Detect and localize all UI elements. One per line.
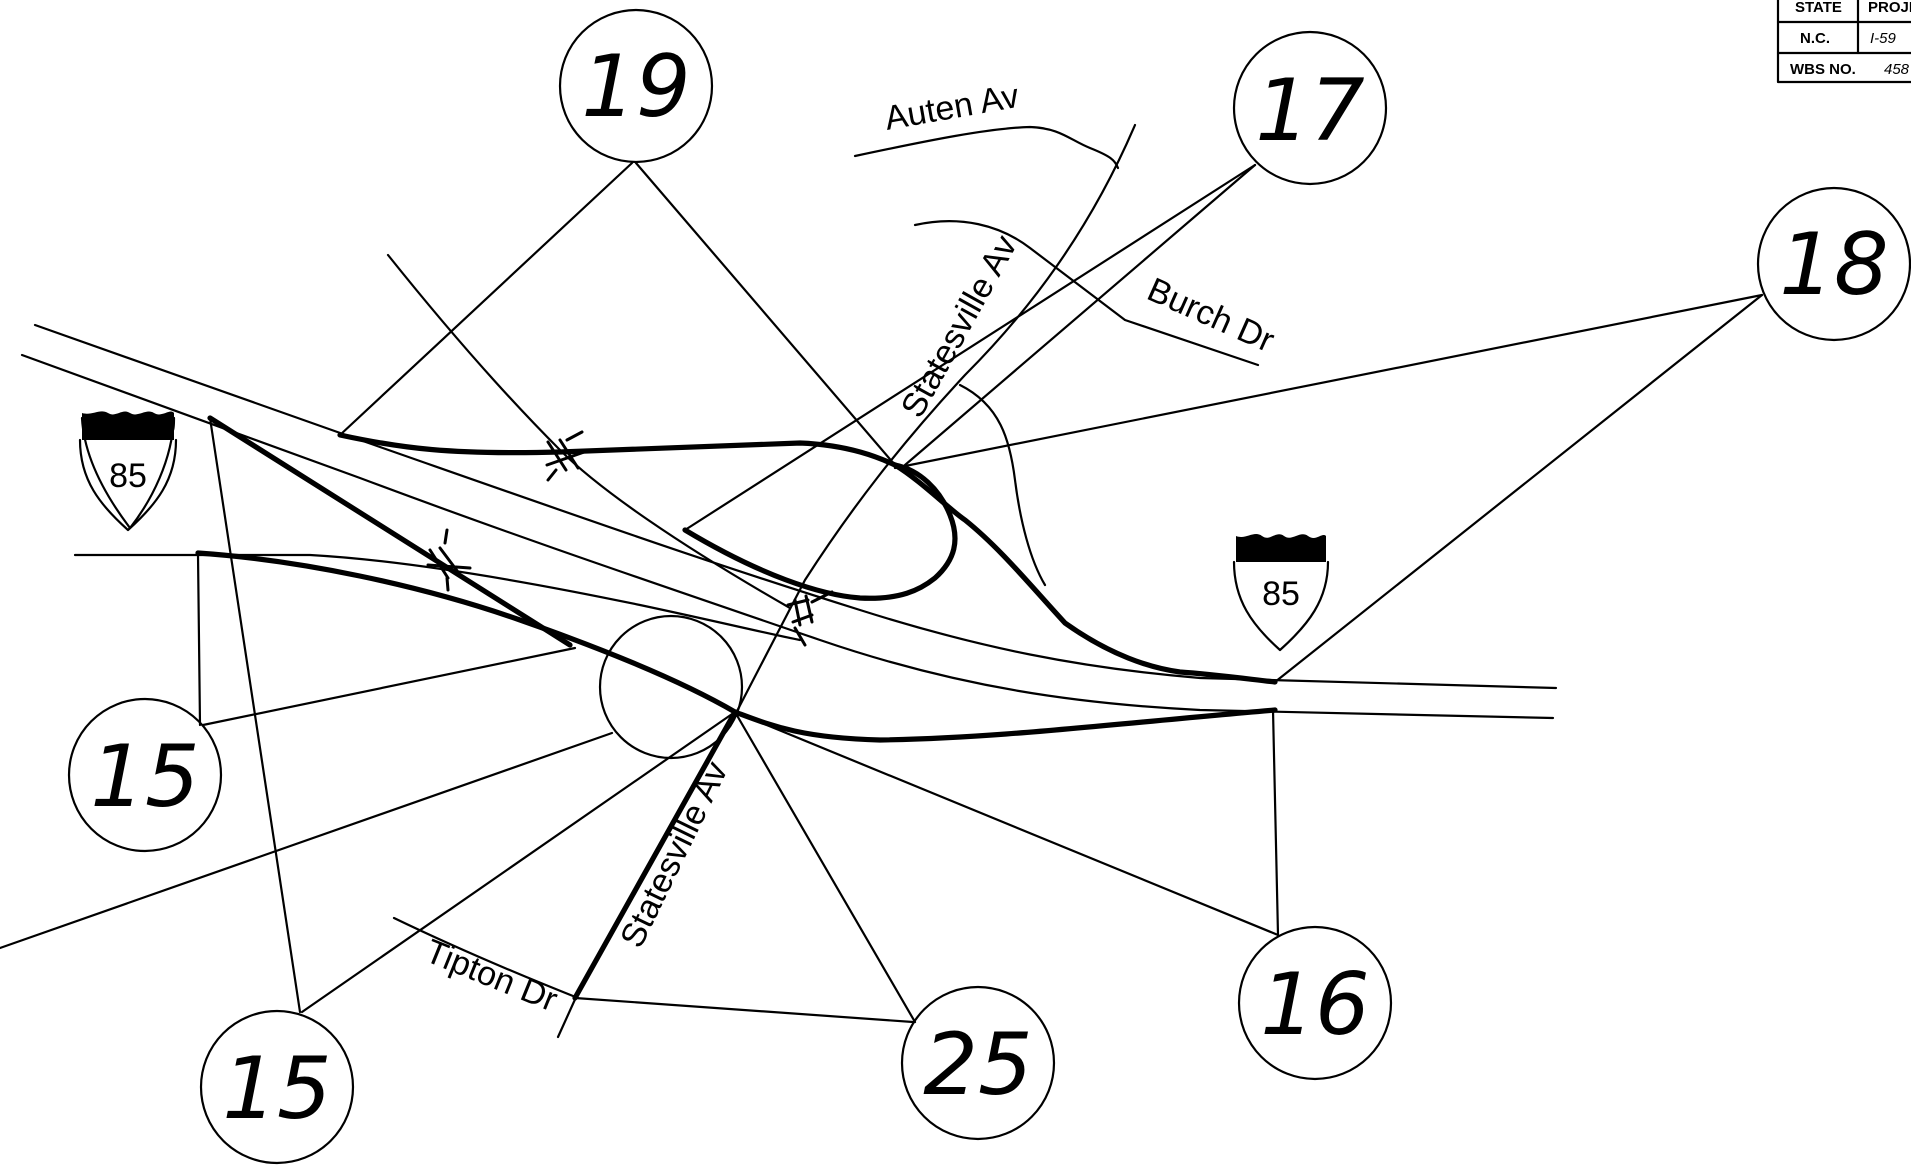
link-18-west: [893, 293, 1764, 470]
node-circle: [1232, 30, 1388, 186]
ramp-east: [892, 462, 1278, 685]
ramp-diagonal-west: [207, 415, 573, 648]
shield-outline-body: [78, 438, 178, 532]
shield-outline-body: [1232, 560, 1330, 652]
link-southwest: [0, 731, 614, 950]
title-block: STATE PROJE N.C. I-59 WBS NO. 458: [1776, 0, 1911, 84]
node-15-bottom: 15: [199, 1009, 355, 1165]
title-block-wbs-value: 458: [1884, 61, 1910, 78]
shield-number-west: 85: [109, 457, 147, 495]
title-block-state-value: N.C.: [1800, 30, 1830, 47]
node-label: 19: [581, 37, 690, 137]
title-block-project-value: I-59: [1870, 30, 1897, 47]
burch-dr: [913, 220, 1260, 367]
interstate-shield-west: 85: [78, 411, 178, 532]
link-15-bottom: [300, 710, 737, 1014]
connector-east: [958, 383, 1047, 587]
label-statesville-av-north: Statesville Av: [894, 229, 1025, 424]
label-tipton-dr: Tipton Dr: [420, 932, 563, 1019]
link-19-west: [338, 161, 634, 437]
node-label: 16: [1260, 955, 1369, 1055]
auten-av: [853, 125, 1120, 170]
statesville-av-north: [733, 123, 1137, 717]
shield-number-east: 85: [1262, 575, 1300, 613]
link-15-left-vertical: [196, 553, 202, 727]
shield-cap: [1236, 534, 1326, 562]
tipton-dr: [392, 916, 580, 1000]
west-crossroad: [73, 553, 802, 642]
node-25: 25: [900, 985, 1056, 1141]
road-network: [0, 123, 1764, 1039]
node-19: 19: [558, 8, 714, 164]
node-circle: [558, 8, 714, 164]
i85-edge-north: [33, 323, 1558, 690]
node-circle: [67, 697, 223, 853]
link-18-south: [1273, 293, 1764, 684]
ramp-northwest: [337, 432, 898, 468]
link-17-east: [903, 163, 1257, 467]
ramp-west-to-south: [195, 550, 738, 715]
title-block-wbs-label: WBS NO.: [1790, 61, 1856, 78]
label-statesville-av-south: Statesville Av: [613, 756, 736, 954]
node-16: 16: [1237, 925, 1393, 1081]
link-25-west: [573, 996, 915, 1024]
node-label: 25: [923, 1015, 1032, 1115]
link-17-west: [683, 163, 1257, 532]
structure-markers: [426, 430, 834, 647]
node-15-left: 15: [67, 697, 223, 853]
label-burch-dr: Burch Dr: [1142, 271, 1280, 360]
i85-edge-south: [20, 353, 1555, 720]
ramp-south-to-east: [732, 707, 1278, 743]
node-label: 15: [90, 727, 199, 827]
title-block-project-header: PROJE: [1868, 0, 1911, 16]
tipton-dr-end: [556, 993, 579, 1039]
node-18: 18: [1756, 186, 1911, 342]
link-25-north: [733, 710, 917, 1024]
statesville-av-south-bold: [572, 709, 738, 1001]
structure-marker: [426, 528, 472, 592]
node-circle: [199, 1009, 355, 1165]
link-15-left-east: [201, 646, 577, 727]
link-16-west: [733, 710, 1280, 937]
interstate-shield-east: 85: [1232, 534, 1330, 652]
node-17: 17: [1232, 30, 1388, 186]
loop-ramp-northeast: [682, 462, 958, 601]
structure-marker: [786, 590, 834, 647]
title-block-frame: [1776, 0, 1911, 84]
node-circle: [1756, 186, 1911, 342]
title-block-state-header: STATE: [1795, 0, 1842, 16]
loop-ramp: [598, 614, 744, 760]
node-label: 17: [1255, 61, 1364, 161]
link-19-east: [634, 161, 897, 467]
shield-cap: [82, 411, 174, 440]
node-circle: [900, 985, 1056, 1141]
node-label: 15: [222, 1039, 331, 1139]
ramps: [195, 415, 1278, 1001]
road-labels: Auten Av Statesville Av Burch Dr Statesv…: [420, 77, 1280, 1019]
node-circle: [1237, 925, 1393, 1081]
node-label: 18: [1779, 215, 1888, 315]
link-16-north: [1271, 708, 1280, 937]
structure-marker: [545, 430, 592, 482]
